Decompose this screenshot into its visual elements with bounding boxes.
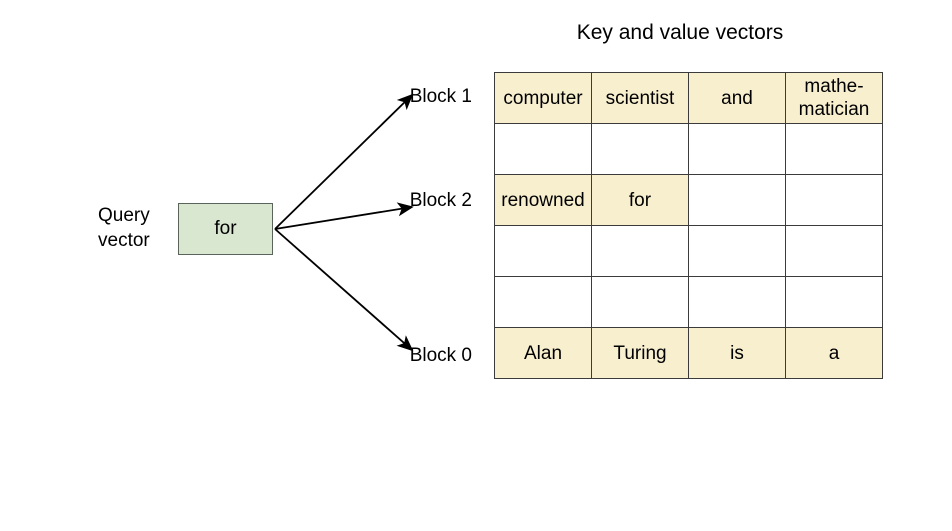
- block-label-block-2: Block 2: [409, 190, 472, 211]
- query-vector-value: for: [214, 218, 237, 239]
- page-title: Key and value vectors: [576, 21, 784, 44]
- block-label-block-0: Block 0: [409, 345, 472, 366]
- arrow-to-block-2: [274, 202, 414, 230]
- arrow-to-block-0: [274, 228, 414, 352]
- query-vector-box[interactable]: for: [178, 203, 273, 255]
- table-cell-empty[interactable]: [688, 123, 786, 175]
- table-cell-empty[interactable]: [591, 225, 689, 277]
- table-row: [494, 123, 883, 175]
- table-cell-empty[interactable]: [785, 123, 883, 175]
- table-cell-empty[interactable]: [785, 174, 883, 226]
- table-cell-token[interactable]: Turing: [591, 327, 689, 379]
- table-row: [494, 276, 883, 328]
- query-vector-label-line-1: Query: [98, 205, 150, 226]
- table-cell-empty[interactable]: [688, 276, 786, 328]
- table-cell-token[interactable]: and: [688, 72, 786, 124]
- table-cell-empty[interactable]: [494, 225, 592, 277]
- table-cell-token[interactable]: a: [785, 327, 883, 379]
- table-cell-token[interactable]: scientist: [591, 72, 689, 124]
- table-row: [494, 225, 883, 277]
- table-cell-empty[interactable]: [785, 276, 883, 328]
- table-cell-token[interactable]: renowned: [494, 174, 592, 226]
- table-cell-token[interactable]: computer: [494, 72, 592, 124]
- table-cell-empty[interactable]: [785, 225, 883, 277]
- query-vector-label: Query vector: [98, 203, 172, 253]
- query-vector-label-line-2: vector: [98, 230, 150, 251]
- table-cell-empty[interactable]: [494, 276, 592, 328]
- block-label-block-1: Block 1: [409, 86, 472, 107]
- table-cell-token[interactable]: is: [688, 327, 786, 379]
- table-cell-empty[interactable]: [494, 123, 592, 175]
- arrow-to-block-1: [274, 93, 414, 230]
- table-cell-token[interactable]: for: [591, 174, 689, 226]
- table-cell-token[interactable]: mathe-​matician: [785, 72, 883, 124]
- table-cell-empty[interactable]: [688, 225, 786, 277]
- table-cell-empty[interactable]: [591, 276, 689, 328]
- table-cell-empty[interactable]: [688, 174, 786, 226]
- table-cell-empty[interactable]: [591, 123, 689, 175]
- table-cell-token[interactable]: Alan: [494, 327, 592, 379]
